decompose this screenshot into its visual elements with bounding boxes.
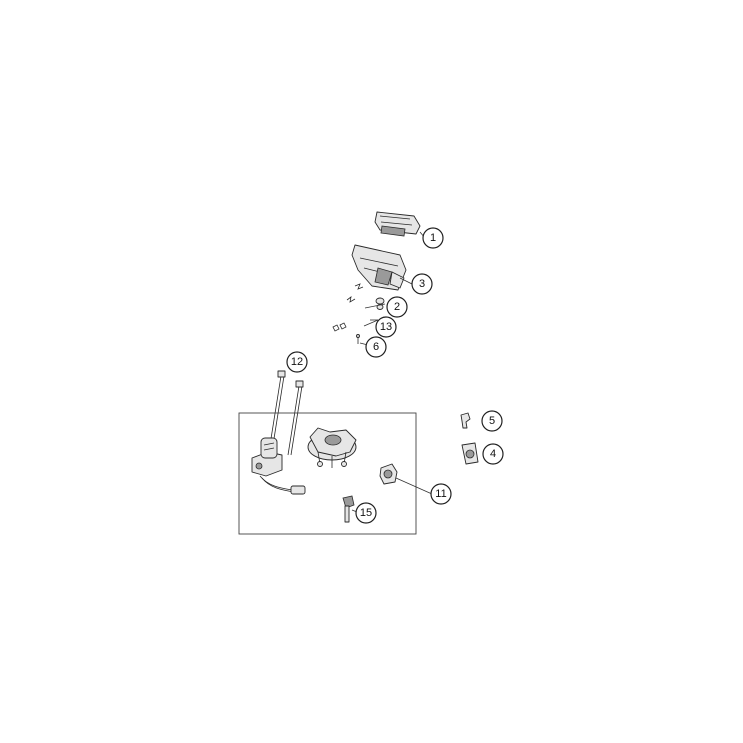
callout-3[interactable]: 3 bbox=[411, 273, 433, 295]
callout-1-label: 1 bbox=[430, 232, 436, 244]
callout-12-label: 12 bbox=[291, 356, 303, 368]
callout-6[interactable]: 6 bbox=[365, 336, 387, 358]
callout-6-label: 6 bbox=[373, 341, 379, 353]
callout-3-label: 3 bbox=[419, 278, 425, 290]
callout-15-label: 15 bbox=[360, 507, 372, 519]
part-12-long-screws bbox=[269, 365, 304, 456]
callout-2[interactable]: 2 bbox=[386, 296, 408, 318]
part-11-group-box bbox=[238, 412, 417, 535]
callout-12[interactable]: 12 bbox=[286, 351, 308, 373]
callout-11[interactable]: 11 bbox=[430, 483, 452, 505]
part-13-washer bbox=[363, 319, 379, 327]
callout-4-label: 4 bbox=[490, 448, 496, 460]
small-clips bbox=[332, 283, 364, 332]
part-15-key bbox=[342, 495, 358, 523]
callout-5[interactable]: 5 bbox=[481, 410, 503, 432]
callout-4[interactable]: 4 bbox=[482, 443, 504, 465]
part-4-cover-plate bbox=[461, 442, 479, 465]
steering-lock-ring bbox=[307, 427, 357, 468]
callout-13-label: 13 bbox=[380, 321, 392, 333]
callout-15[interactable]: 15 bbox=[355, 502, 377, 524]
callout-5-label: 5 bbox=[489, 415, 495, 427]
callout-13[interactable]: 13 bbox=[375, 316, 397, 338]
callout-11-label: 11 bbox=[435, 488, 446, 500]
cap-lock-cylinder bbox=[379, 463, 433, 495]
part-3-instrument-housing bbox=[351, 244, 413, 291]
callout-1[interactable]: 1 bbox=[422, 227, 444, 249]
part-1-cluster-cover bbox=[374, 211, 426, 239]
part-2-grommet bbox=[364, 297, 386, 310]
ignition-lock-assembly bbox=[251, 437, 306, 495]
part-5-clip bbox=[460, 412, 471, 429]
callout-2-label: 2 bbox=[394, 301, 400, 313]
